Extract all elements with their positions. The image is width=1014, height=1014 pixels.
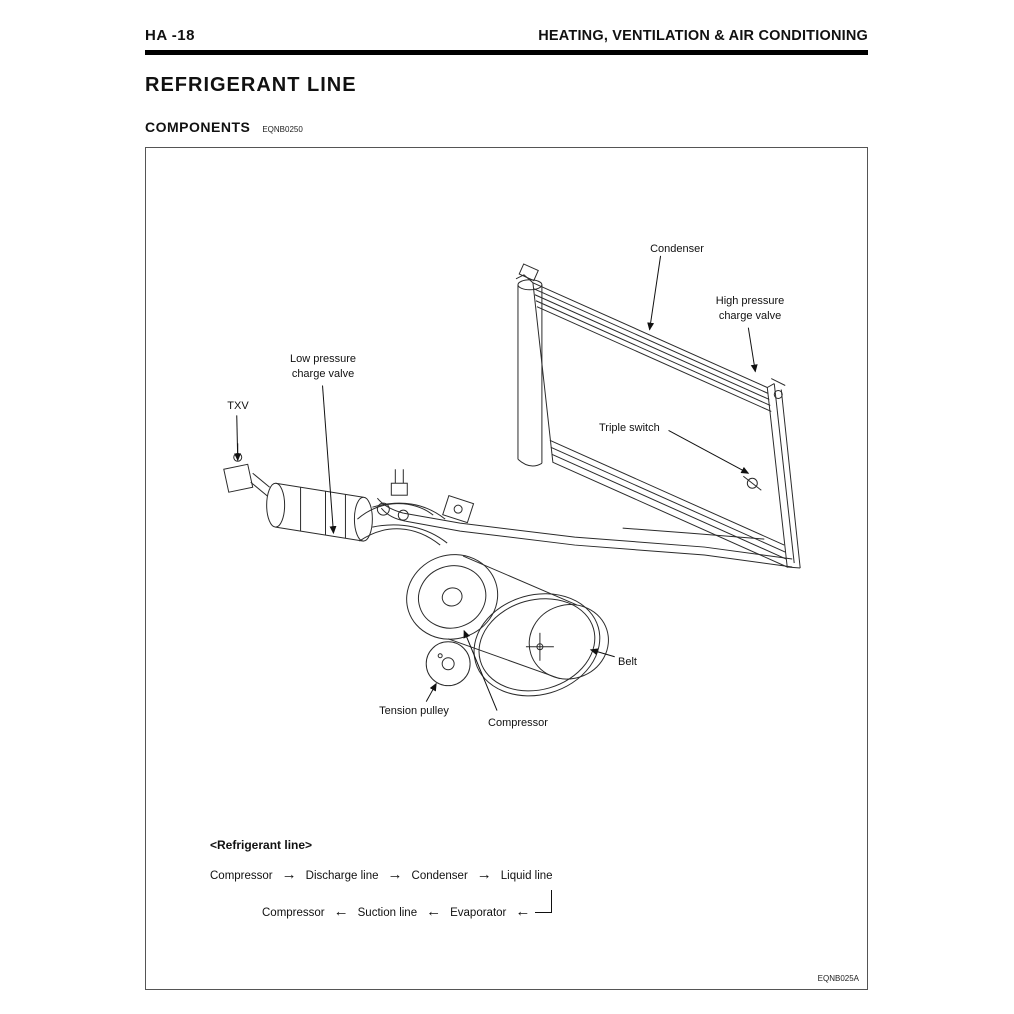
flow-corner-connector (535, 890, 553, 913)
flow-step-discharge-line: Discharge line (305, 869, 379, 882)
arrow-left-icon: ← (515, 903, 531, 920)
flow-row-discharge: Compressor → Discharge line → Condenser … (210, 866, 553, 883)
refrigerant-line-flow-title: <Refrigerant line> (210, 838, 313, 852)
flow-step-compressor: Compressor (210, 869, 273, 882)
tension-pulley-label: Tension pulley (379, 705, 449, 717)
belt-label: Belt (618, 656, 637, 668)
condenser-label: Condenser (650, 243, 704, 255)
section-code: EQNB0250 (262, 125, 303, 134)
condenser-drawing (515, 263, 801, 569)
high-pressure-charge-valve-label: High pressure charge valve (715, 295, 785, 323)
compressor-label: Compressor (488, 717, 548, 729)
page-number: HA -18 (145, 27, 195, 44)
flow-step-condenser: Condenser (411, 869, 468, 882)
figure-code: EQNB025A (817, 974, 859, 983)
compressor-drawing (357, 469, 609, 697)
txv-label: TXV (227, 400, 249, 412)
flow-step-compressor: Compressor (262, 906, 325, 919)
flow-step-liquid-line: Liquid line (500, 869, 553, 882)
chapter-title: HEATING, VENTILATION & AIR CONDITIONING (538, 28, 868, 44)
page-title: REFRIGERANT LINE (145, 74, 357, 96)
section-title: COMPONENTS (145, 119, 251, 135)
arrow-right-icon: → (387, 866, 403, 883)
evaporator-assembly-drawing (223, 443, 448, 544)
triple-switch-label: Triple switch (599, 422, 660, 434)
section-row: COMPONENTS EQNB0250 (145, 119, 303, 135)
flow-row-suction: Compressor ← Suction line ← Evaporator ← (262, 890, 553, 924)
components-figure: Condenser High pressure charge valve Low… (145, 147, 868, 990)
pipes-drawing (376, 497, 793, 568)
arrow-right-icon: → (281, 866, 297, 883)
arrow-left-icon: ← (333, 903, 349, 920)
callout-arrows (234, 255, 758, 711)
line-art (223, 263, 801, 697)
refrigerant-diagram (223, 255, 801, 711)
low-pressure-charge-valve-label: Low pressure charge valve (289, 353, 357, 381)
page-header: HA -18 HEATING, VENTILATION & AIR CONDIT… (145, 27, 868, 44)
arrow-right-icon: → (476, 866, 492, 883)
flow-step-evaporator: Evaporator (450, 906, 507, 919)
header-rule (145, 50, 868, 55)
arrow-left-icon: ← (426, 903, 442, 920)
flow-step-suction-line: Suction line (357, 906, 418, 919)
